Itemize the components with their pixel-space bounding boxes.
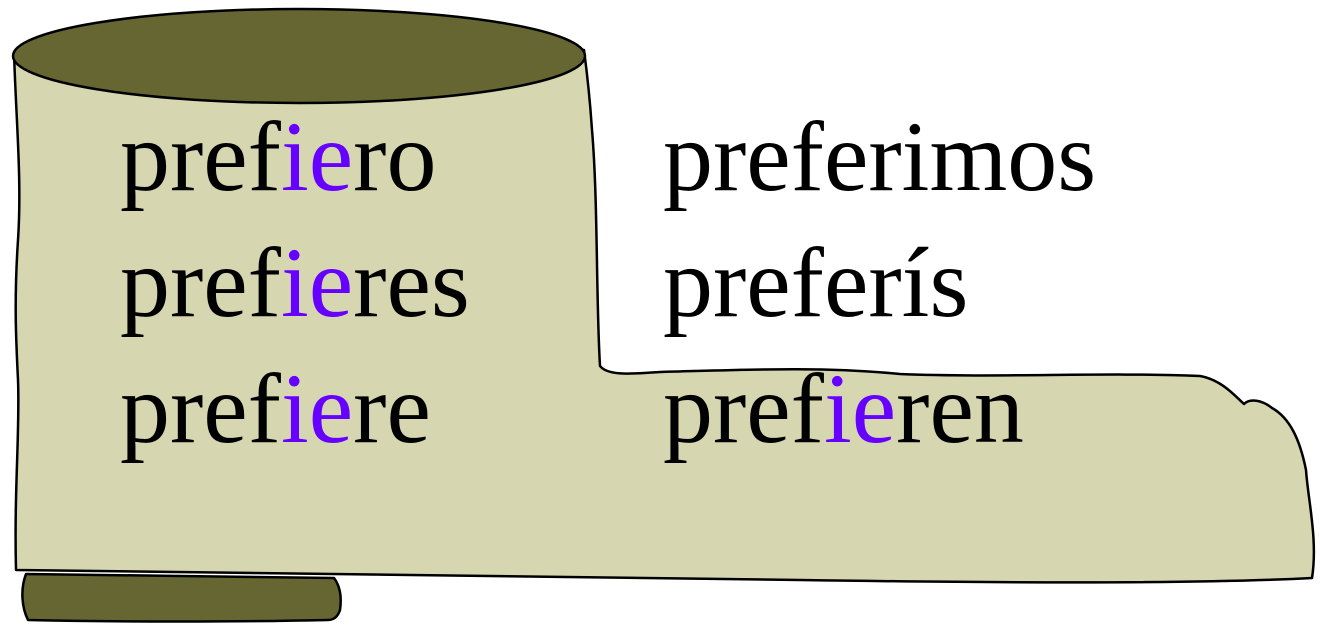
stem-prefix: pref: [120, 353, 281, 464]
conjugation-ellos: prefieren: [663, 359, 1024, 459]
stem-change-ie: ie: [824, 353, 897, 464]
stem-prefix: pref: [120, 101, 281, 212]
conjugation-nosotros: preferimos: [663, 101, 1097, 212]
conjugation-yo: prefiero: [120, 107, 436, 207]
boot-body: [12, 48, 1316, 584]
verb-ending: res: [353, 227, 470, 338]
conjugation-vosotros: preferís: [663, 227, 969, 338]
boot-heel: [21, 572, 342, 623]
stem-prefix: pref: [120, 227, 281, 338]
stem-change-ie: ie: [281, 353, 354, 464]
stem-change-ie: ie: [281, 101, 354, 212]
verb-ending: re: [353, 353, 431, 464]
stem-change-ie: ie: [281, 227, 354, 338]
verb-ending: ro: [353, 101, 437, 212]
conjugation-tu: prefieres: [120, 233, 470, 333]
boot-top-ellipse: [11, 7, 587, 105]
verb-ending: ren: [896, 353, 1024, 464]
stem-prefix: pref: [663, 353, 824, 464]
conjugation-el: prefiere: [120, 359, 431, 459]
